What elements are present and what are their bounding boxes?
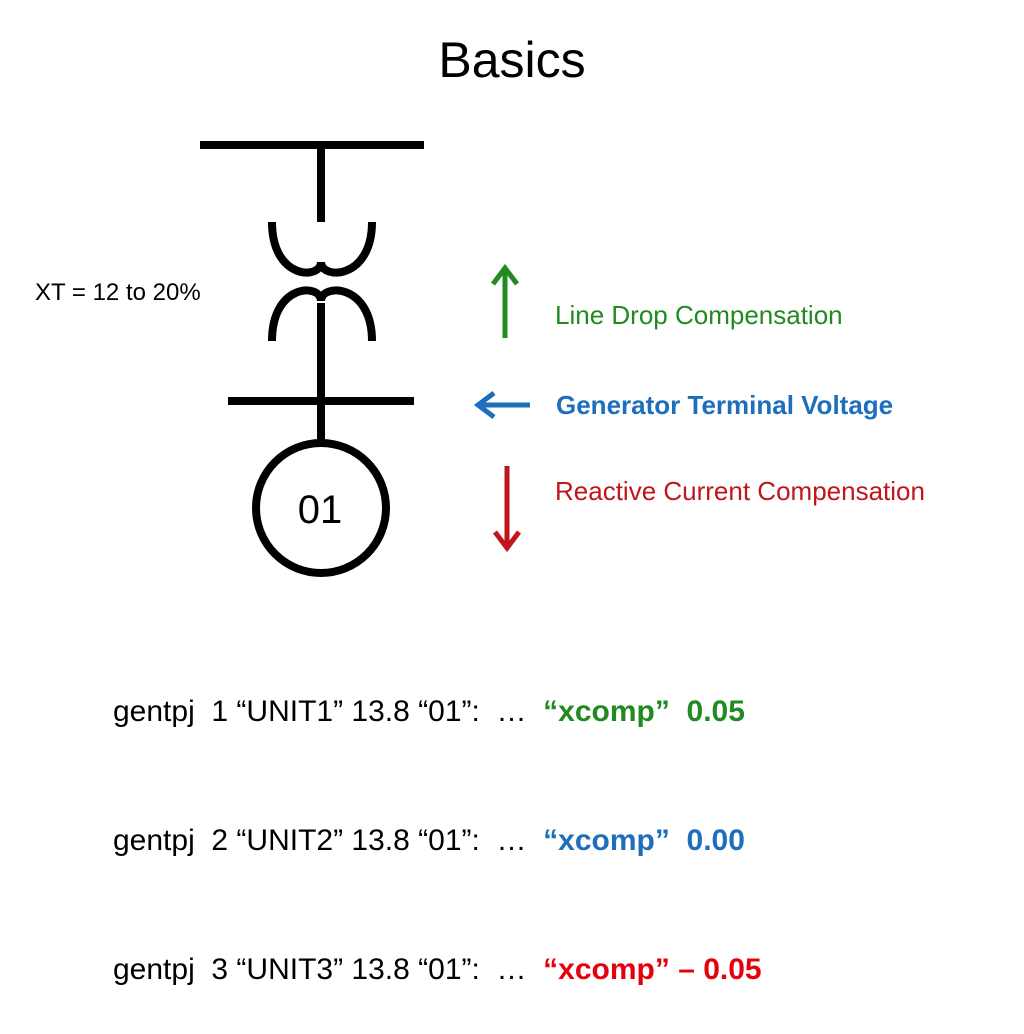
generator-label: 01 [297,488,343,532]
code-prefix: gentpj 2 “UNIT2” 13.8 “01”: … [113,824,544,857]
generator-circle [252,439,390,577]
xcomp-value: “xcomp” 0.00 [543,824,745,857]
transformer-upper-winding [268,221,376,277]
xcomp-value: “xcomp” – 0.05 [543,953,762,986]
one-line-diagram [200,141,530,577]
code-line: gentpj 2 “UNIT2” 13.8 “01”: … “xcomp” 0.… [113,819,762,862]
line-drop-compensation-label: Line Drop Compensation [555,300,843,330]
code-line: gentpj 1 “UNIT1” 13.8 “01”: … “xcomp” 0.… [113,690,762,733]
code-prefix: gentpj 1 “UNIT1” 13.8 “01”: … [113,695,544,728]
generator-terminal-voltage-label: Generator Terminal Voltage [556,390,894,420]
xcomp-value: “xcomp” 0.05 [543,695,745,728]
arrow-down-icon [493,466,521,553]
reactive-current-compensation-label: Reactive Current Compensation [555,476,925,506]
code-prefix: gentpj 3 “UNIT3” 13.8 “01”: … [113,953,544,986]
arrow-left-icon [473,391,530,419]
transformer-reactance-label: XT = 12 to 20% [35,279,201,306]
gentpj-code-block: gentpj 1 “UNIT1” 13.8 “01”: … “xcomp” 0.… [113,604,762,1034]
arrow-up-icon [491,263,519,338]
code-line: gentpj 3 “UNIT3” 13.8 “01”: … “xcomp” – … [113,948,762,991]
page-title: Basics [438,32,586,88]
transformer-lower-winding [268,286,376,342]
